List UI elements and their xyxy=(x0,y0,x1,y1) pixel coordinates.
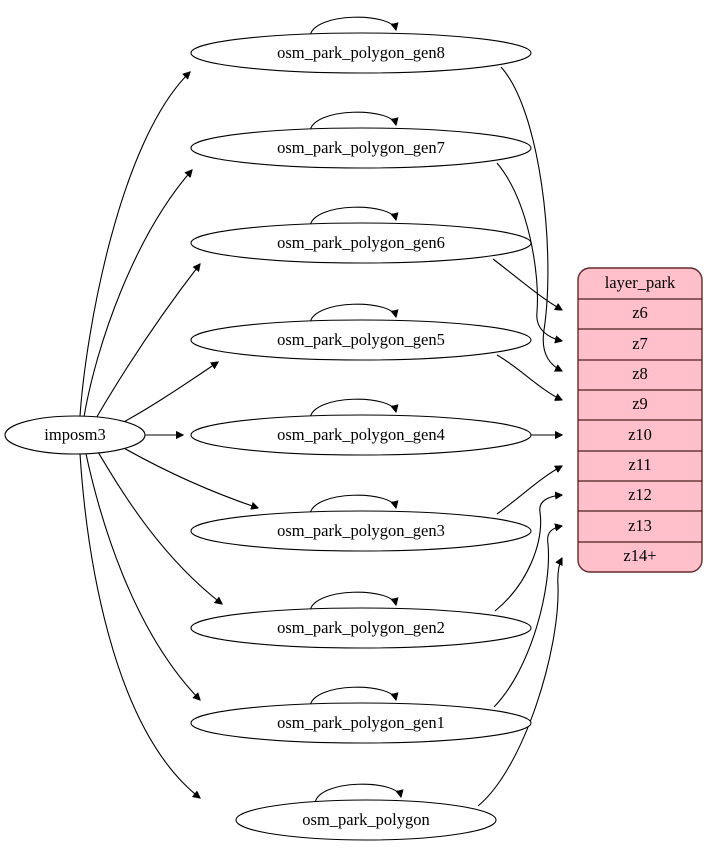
layer-row-z13[interactable]: z13 xyxy=(628,516,652,535)
edge-gen3-z11 xyxy=(496,466,562,515)
node-gen2-shape[interactable] xyxy=(190,607,532,649)
node-gen8-shape[interactable] xyxy=(190,32,532,74)
edge-imposm3-gen2 xyxy=(97,451,222,604)
edge-gen5-z9 xyxy=(496,354,562,400)
node-gen5-label: osm_park_polygon_gen5 xyxy=(277,330,445,349)
node-gen2-label: osm_park_polygon_gen2 xyxy=(277,618,445,637)
self-loop-base xyxy=(314,783,401,804)
edge-gen8-z8 xyxy=(500,66,562,371)
node-gen7-label: osm_park_polygon_gen7 xyxy=(277,138,445,157)
self-loop-gen3 xyxy=(309,494,396,515)
node-imposm3-shape[interactable] xyxy=(4,415,146,455)
edge-imposm3-base xyxy=(79,453,200,798)
node-gen1-shape[interactable] xyxy=(190,702,532,744)
layer-row-z7[interactable]: z7 xyxy=(632,334,648,353)
edge-gen7-z7 xyxy=(496,162,562,341)
edge-imposm3-gen1 xyxy=(85,453,200,700)
edge-base-z14 xyxy=(477,558,562,807)
node-gen2[interactable]: osm_park_polygon_gen2 xyxy=(190,607,532,649)
node-gen3[interactable]: osm_park_polygon_gen3 xyxy=(190,510,532,552)
node-gen1-label: osm_park_polygon_gen1 xyxy=(277,713,445,732)
self-loop-edges xyxy=(309,16,401,804)
node-gen8[interactable]: osm_park_polygon_gen8 xyxy=(190,32,532,74)
edge-gen2-z12 xyxy=(494,495,562,612)
node-gen1[interactable]: osm_park_polygon_gen1 xyxy=(190,702,532,744)
node-gen4-shape[interactable] xyxy=(190,414,532,456)
self-loop-gen4 xyxy=(309,398,396,419)
node-base-label: osm_park_polygon xyxy=(302,810,429,829)
edge-gen6-z6 xyxy=(492,258,562,310)
layer-row-z6[interactable]: z6 xyxy=(632,303,648,322)
node-gen8-label: osm_park_polygon_gen8 xyxy=(277,43,445,62)
edges-imposm3-to-nodes xyxy=(79,72,258,798)
node-gen5-shape[interactable] xyxy=(190,319,532,361)
node-gen7[interactable]: osm_park_polygon_gen7 xyxy=(190,127,532,169)
layer-row-z8[interactable]: z8 xyxy=(632,364,648,383)
self-loop-gen8 xyxy=(309,16,396,37)
node-gen6-shape[interactable] xyxy=(190,222,532,264)
self-loop-gen7 xyxy=(309,111,396,132)
node-imposm3[interactable]: imposm3 xyxy=(4,415,146,455)
node-gen5[interactable]: osm_park_polygon_gen5 xyxy=(190,319,532,361)
node-gen4[interactable]: osm_park_polygon_gen4 xyxy=(190,414,532,456)
edge-imposm3-gen8 xyxy=(79,72,190,417)
layer-park-header: layer_park xyxy=(605,273,676,292)
layer-row-z12[interactable]: z12 xyxy=(628,485,652,504)
layer-row-z9[interactable]: z9 xyxy=(632,394,648,413)
edge-imposm3-gen5 xyxy=(119,362,218,425)
self-loop-gen6 xyxy=(309,206,396,227)
node-base[interactable]: osm_park_polygon xyxy=(235,799,497,841)
node-gen6-label: osm_park_polygon_gen6 xyxy=(277,233,445,252)
node-gen3-label: osm_park_polygon_gen3 xyxy=(277,521,445,540)
self-loop-gen5 xyxy=(309,303,396,324)
self-loop-gen2 xyxy=(309,591,396,612)
layer-row-z10[interactable]: z10 xyxy=(628,425,652,444)
node-gen4-label: osm_park_polygon_gen4 xyxy=(277,425,445,444)
edge-imposm3-gen7 xyxy=(83,170,192,418)
edge-imposm3-gen6 xyxy=(94,264,200,421)
layer-park-table[interactable]: layer_park z6 z7 z8 z9 z10 z11 z12 z13 z… xyxy=(577,267,703,573)
node-gen6[interactable]: osm_park_polygon_gen6 xyxy=(190,222,532,264)
edge-imposm3-gen3 xyxy=(121,446,258,508)
edges-nodes-to-layer xyxy=(477,66,562,807)
node-imposm3-label: imposm3 xyxy=(44,425,105,444)
node-gen3-shape[interactable] xyxy=(190,510,532,552)
edge-gen1-z13 xyxy=(493,526,562,708)
self-loop-gen1 xyxy=(309,686,396,707)
node-gen7-shape[interactable] xyxy=(190,127,532,169)
node-base-shape[interactable] xyxy=(235,799,497,841)
layer-row-z14plus[interactable]: z14+ xyxy=(623,546,656,565)
layer-row-z11[interactable]: z11 xyxy=(628,455,651,474)
